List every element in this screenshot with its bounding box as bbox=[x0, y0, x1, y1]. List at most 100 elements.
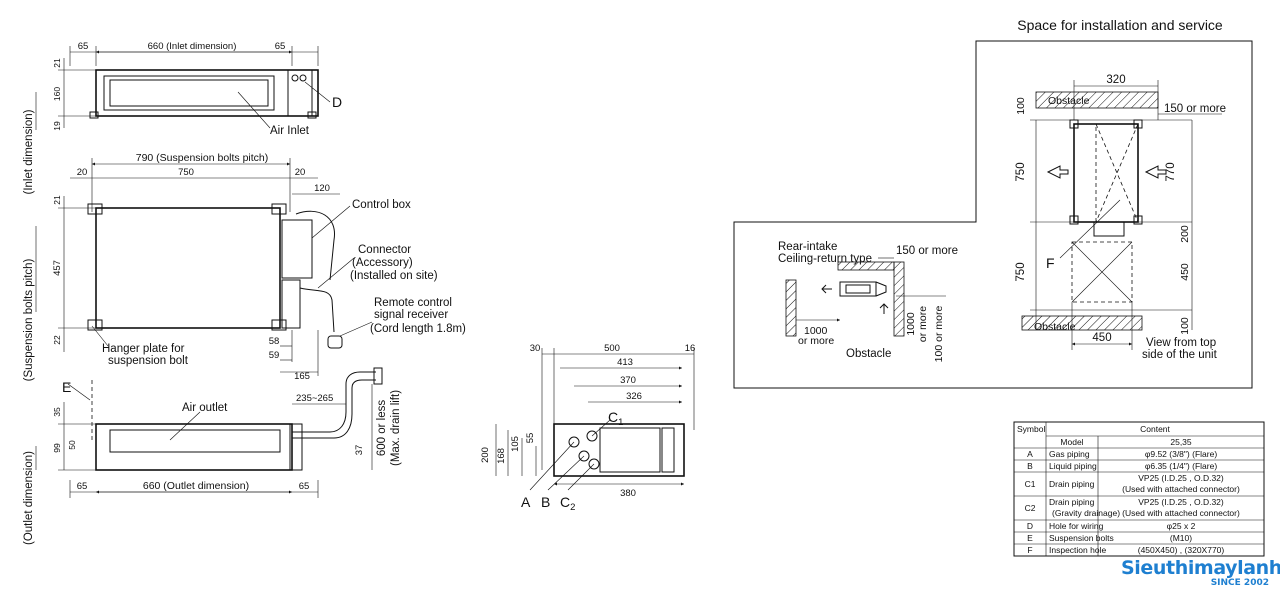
table-row-name-2: (Gravity drainage) bbox=[1052, 508, 1120, 518]
plan-d450v: 450 bbox=[1179, 263, 1191, 281]
table-row-name: Gas piping bbox=[1049, 449, 1090, 459]
rear-d1000v: 1000 bbox=[905, 312, 917, 336]
bottom-left-margin: 65 bbox=[77, 481, 88, 492]
table-row-content: φ25 x 2 bbox=[1167, 521, 1196, 531]
spec-table: Symbol Content Model 25,35 A Gas piping … bbox=[1013, 421, 1265, 557]
side-d105: 105 bbox=[510, 436, 521, 452]
table-symbol-header: Symbol bbox=[1017, 424, 1045, 434]
top-view: 790 (Suspension bolts pitch) 20 750 20 1… bbox=[23, 152, 466, 382]
view-note-2: side of the unit bbox=[1142, 349, 1218, 361]
table-row-content: VP25 (I.D.25 , O.D.32) bbox=[1138, 497, 1224, 507]
front-right-margin: 65 bbox=[275, 41, 286, 52]
table-row-content-2: (Used with attached connector) bbox=[1122, 484, 1240, 494]
air-outlet-label: Air outlet bbox=[182, 402, 228, 414]
side-view: 30 500 16 413 370 326 C1 A B C2 200 168 … bbox=[480, 343, 695, 513]
bottom-right-margin: 65 bbox=[299, 481, 310, 492]
bolt-pitch-label: 790 (Suspension bolts pitch) bbox=[136, 152, 269, 164]
connector-label-1: Connector bbox=[358, 244, 411, 256]
plan-d200: 200 bbox=[1179, 225, 1191, 243]
brand-name: Sieuthimaylanh bbox=[1121, 557, 1280, 579]
top-d58: 58 bbox=[269, 336, 280, 347]
drain-lift-1: 600 or less bbox=[376, 400, 388, 457]
table-row-name: Suspension bolts bbox=[1049, 533, 1114, 543]
side-d380: 380 bbox=[620, 488, 636, 499]
table-row-name: Drain piping bbox=[1049, 497, 1095, 507]
control-box-label: Control box bbox=[352, 199, 411, 211]
front-h-bottom: 19 bbox=[52, 121, 62, 131]
plan-d770: 770 bbox=[1165, 162, 1177, 181]
top-w-left: 20 bbox=[77, 167, 88, 178]
rear-d1000: 1000 bbox=[804, 325, 828, 337]
table-row-name: Inspection hole bbox=[1049, 545, 1106, 555]
plan-d100-bottom: 100 bbox=[1179, 317, 1191, 335]
bottom-d37: 37 bbox=[354, 445, 365, 456]
service-space-border bbox=[733, 40, 1253, 389]
table-row-symbol: C2 bbox=[1025, 503, 1036, 513]
rear-intake-label-1: Rear-intake bbox=[778, 241, 837, 253]
table-row-content: φ9.52 (3/8") (Flare) bbox=[1145, 449, 1217, 459]
front-view: 65 660 (Inlet dimension) 65 D Air Inlet … bbox=[23, 41, 342, 195]
plan-d450h: 450 bbox=[1092, 332, 1111, 344]
connector-label-2: (Accessory) bbox=[352, 257, 413, 269]
top-h-top: 21 bbox=[52, 195, 62, 205]
front-h-top: 21 bbox=[52, 58, 62, 68]
table-row-content: (450X450) , (320X770) bbox=[1138, 545, 1225, 555]
table-row-content-2: (Used with attached connector) bbox=[1122, 508, 1240, 518]
table-row-name: Hole for wiring bbox=[1049, 521, 1104, 531]
table-row-symbol: C1 bbox=[1025, 479, 1036, 489]
top-h-bottom: 22 bbox=[52, 335, 62, 345]
table-model-value: 25,35 bbox=[1170, 437, 1192, 447]
service-space-title: Space for installation and service bbox=[1017, 17, 1223, 33]
bottom-h50: 50 bbox=[67, 440, 77, 450]
table-row-symbol: E bbox=[1027, 533, 1033, 543]
bottom-h99: 99 bbox=[52, 443, 62, 453]
side-d413: 413 bbox=[617, 357, 633, 368]
table-row-symbol: A bbox=[1027, 449, 1033, 459]
table-row-symbol: F bbox=[1027, 545, 1032, 555]
table-row-symbol: D bbox=[1027, 521, 1033, 531]
rear-d150: 150 or more bbox=[896, 245, 958, 257]
table-content-header: Content bbox=[1140, 424, 1170, 434]
inlet-side-label: (Inlet dimension) bbox=[23, 109, 35, 194]
obstacle-bottom: Obstacle bbox=[1034, 321, 1076, 333]
table-row-content: VP25 (I.D.25 , O.D.32) bbox=[1138, 473, 1224, 483]
front-left-margin: 65 bbox=[78, 41, 89, 52]
side-d200: 200 bbox=[480, 447, 491, 463]
brand-logo[interactable]: Sieuthimaylanh SINCE 2002 bbox=[1121, 557, 1280, 592]
side-d370: 370 bbox=[620, 375, 636, 386]
view-note-1: View from top bbox=[1146, 337, 1216, 349]
remote-label-1: Remote control bbox=[374, 297, 452, 309]
plan-d750a: 750 bbox=[1015, 162, 1027, 181]
suspension-side-label: (Suspension bolts pitch) bbox=[23, 258, 35, 381]
air-inlet-label: Air Inlet bbox=[270, 125, 310, 137]
label-c1: C1 bbox=[608, 409, 623, 428]
remote-label-3: (Cord length 1.8m) bbox=[370, 323, 466, 335]
plan-view: 320 Obstacle 150 or more 100 750 770 200… bbox=[1015, 74, 1226, 361]
top-w-box: 120 bbox=[314, 183, 330, 194]
label-a: A bbox=[521, 494, 531, 510]
drain-lift-2: (Max. drain lift) bbox=[390, 390, 402, 466]
side-d168: 168 bbox=[496, 448, 507, 464]
brand-since: SINCE 2002 bbox=[1210, 578, 1269, 588]
hanger-label-2: suspension bolt bbox=[108, 355, 189, 367]
label-f: F bbox=[1046, 255, 1055, 271]
label-e: E bbox=[62, 379, 71, 395]
hanger-label-1: Hanger plate for bbox=[102, 343, 185, 355]
rear-intake-view: Rear-intake Ceiling-return type 150 or m… bbox=[778, 241, 958, 362]
remote-label-2: signal receiver bbox=[374, 309, 448, 321]
table-row-content: (M10) bbox=[1170, 533, 1192, 543]
table-model-label: Model bbox=[1060, 437, 1083, 447]
top-w-right: 20 bbox=[295, 167, 306, 178]
top-d59: 59 bbox=[269, 350, 280, 361]
side-d326: 326 bbox=[626, 391, 642, 402]
rear-d100v: 100 or more bbox=[933, 306, 945, 363]
bottom-d235: 235~265 bbox=[296, 393, 333, 404]
rear-obstacle: Obstacle bbox=[846, 348, 891, 360]
detail-d-label: D bbox=[332, 94, 342, 110]
table-row-name: Liquid piping bbox=[1049, 461, 1097, 471]
obstacle-top: Obstacle bbox=[1048, 95, 1090, 107]
bottom-h35: 35 bbox=[52, 407, 62, 417]
plan-d150: 150 or more bbox=[1164, 103, 1226, 115]
bottom-view: E Air outlet 235~265 37 600 or less (Max… bbox=[23, 367, 402, 545]
